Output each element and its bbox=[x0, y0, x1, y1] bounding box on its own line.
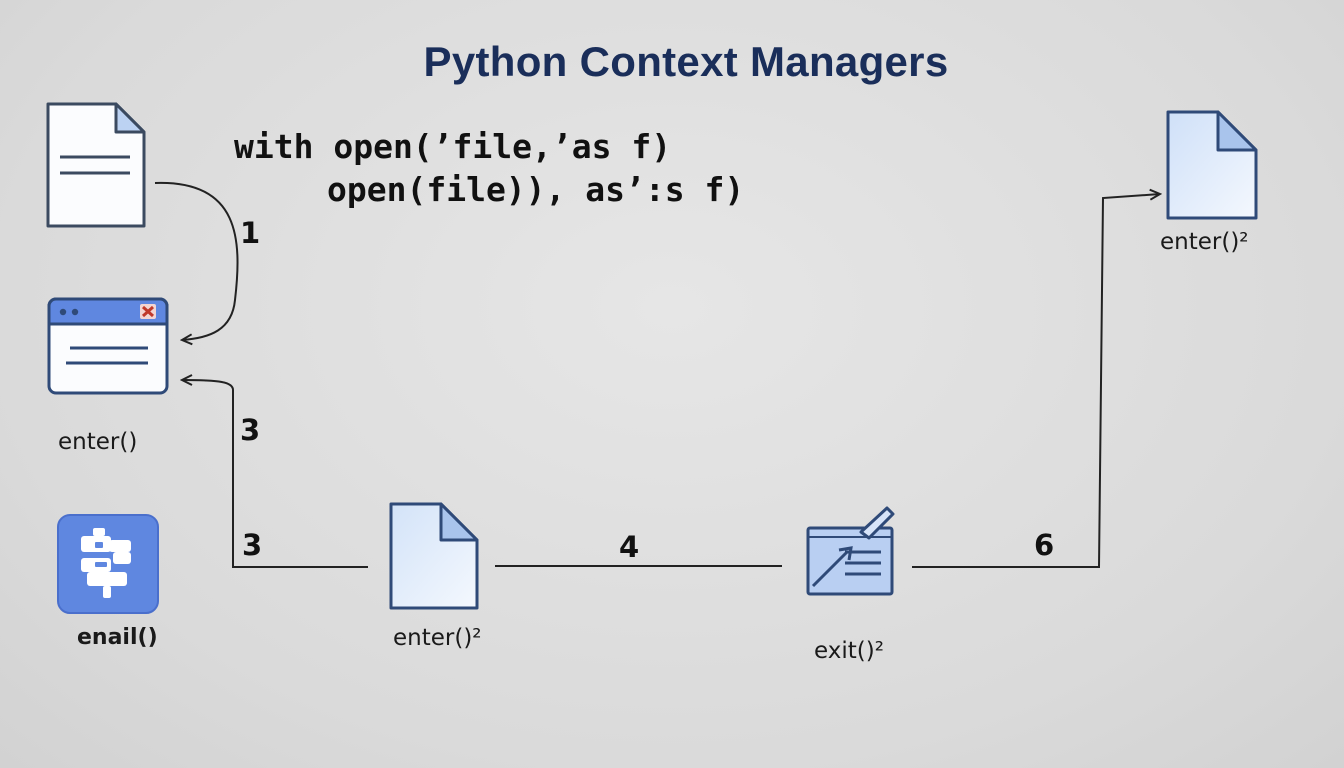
enter-label: enter() bbox=[58, 429, 138, 455]
arrow-step-1 bbox=[154, 181, 239, 340]
step-number-1: 1 bbox=[240, 216, 261, 250]
document-icon-right bbox=[1166, 110, 1258, 220]
arrow-step-6 bbox=[912, 194, 1160, 568]
step-number-3-alt: 3 bbox=[242, 528, 263, 562]
enail-label: enail() bbox=[77, 625, 158, 650]
step-number-3: 3 bbox=[240, 413, 261, 447]
window-icon bbox=[47, 297, 169, 395]
step-number-4: 4 bbox=[619, 530, 640, 564]
edit-document-icon bbox=[806, 506, 895, 596]
code-line-1: with open(’file,’as f) bbox=[234, 127, 672, 166]
diagram-title: Python Context Managers bbox=[423, 38, 949, 85]
document-icon-middle bbox=[389, 502, 479, 610]
enter-label-middle: enter()² bbox=[393, 625, 482, 651]
enter-label-right: enter()² bbox=[1160, 229, 1249, 255]
exit-label: exit()² bbox=[814, 638, 884, 664]
code-line-2: open(file)), as’:s f) bbox=[327, 170, 745, 209]
puzzle-icon bbox=[57, 514, 159, 614]
arrow-step-3 bbox=[182, 380, 368, 568]
step-number-6: 6 bbox=[1034, 528, 1055, 562]
document-icon bbox=[46, 102, 146, 228]
